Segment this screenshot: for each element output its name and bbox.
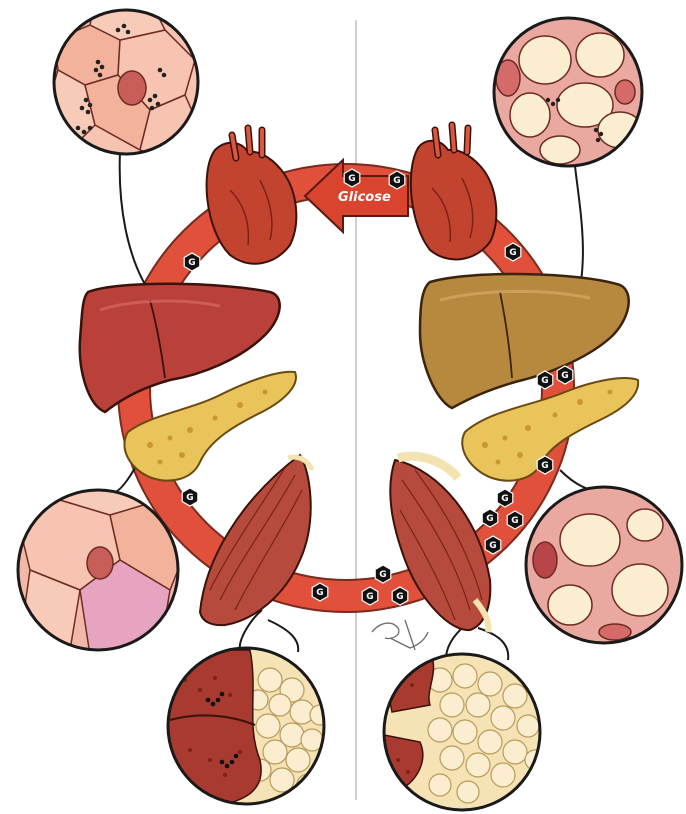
- glucose-molecule-symbol: G: [379, 570, 386, 580]
- glucose-molecule-icon: G: [507, 511, 523, 529]
- cell-magnifier-middle-right: [526, 487, 682, 643]
- cell-nucleus: [118, 71, 146, 105]
- cell-magnifier-top-left: [40, 0, 205, 160]
- glucose-molecule-symbol: G: [188, 258, 195, 268]
- glucose-molecule-icon: G: [392, 587, 408, 605]
- artist-signature: [372, 620, 428, 650]
- glucose-molecule-icon: G: [505, 243, 521, 261]
- glucose-molecule-icon: G: [485, 536, 501, 554]
- glucose-molecule-icon: G: [497, 489, 513, 507]
- muscle-right: [390, 456, 490, 632]
- glucose-molecule-symbol: G: [489, 541, 496, 551]
- glucose-molecule-icon: G: [537, 456, 553, 474]
- glucose-molecule-icon: G: [482, 509, 498, 527]
- glucose-molecule-symbol: G: [509, 248, 516, 258]
- glucose-molecule-symbol: G: [486, 514, 493, 524]
- glucose-molecule-icon: G: [375, 565, 391, 583]
- heart-right: [411, 125, 497, 259]
- glucose-molecule-icon: G: [557, 366, 573, 384]
- glucose-molecule-symbol: G: [393, 176, 400, 186]
- glucose-molecule-icon: G: [344, 169, 360, 187]
- glucose-molecule-symbol: G: [541, 461, 548, 471]
- glucose-molecule-symbol: G: [541, 376, 548, 386]
- glucose-molecule-icon: G: [184, 253, 200, 271]
- glucose-molecule-symbol: G: [366, 592, 373, 602]
- heart-left: [207, 128, 297, 264]
- cell-nucleus: [87, 547, 113, 579]
- tissue-magnifier-bottom-left: [160, 648, 330, 810]
- glucose-molecule-symbol: G: [511, 516, 518, 526]
- glucose-molecule-symbol: G: [316, 588, 323, 598]
- glucose-molecule-icon: G: [389, 171, 405, 189]
- glucose-molecule-symbol: G: [561, 371, 568, 381]
- glucose-molecule-symbol: G: [396, 592, 403, 602]
- glucose-molecule-symbol: G: [186, 493, 193, 503]
- glucose-molecule-symbol: G: [501, 494, 508, 504]
- glucose-molecule-symbol: G: [348, 174, 355, 184]
- glucose-molecule-icon: G: [362, 587, 378, 605]
- glucose-arrow-label: Glicose: [338, 190, 391, 205]
- tissue-magnifier-bottom-right: [380, 650, 545, 810]
- glucose-molecule-icon: G: [182, 488, 198, 506]
- glucose-molecule-icon: G: [312, 583, 328, 601]
- glucose-molecule-icon: G: [537, 371, 553, 389]
- cell-magnifier-top-right: [494, 18, 642, 166]
